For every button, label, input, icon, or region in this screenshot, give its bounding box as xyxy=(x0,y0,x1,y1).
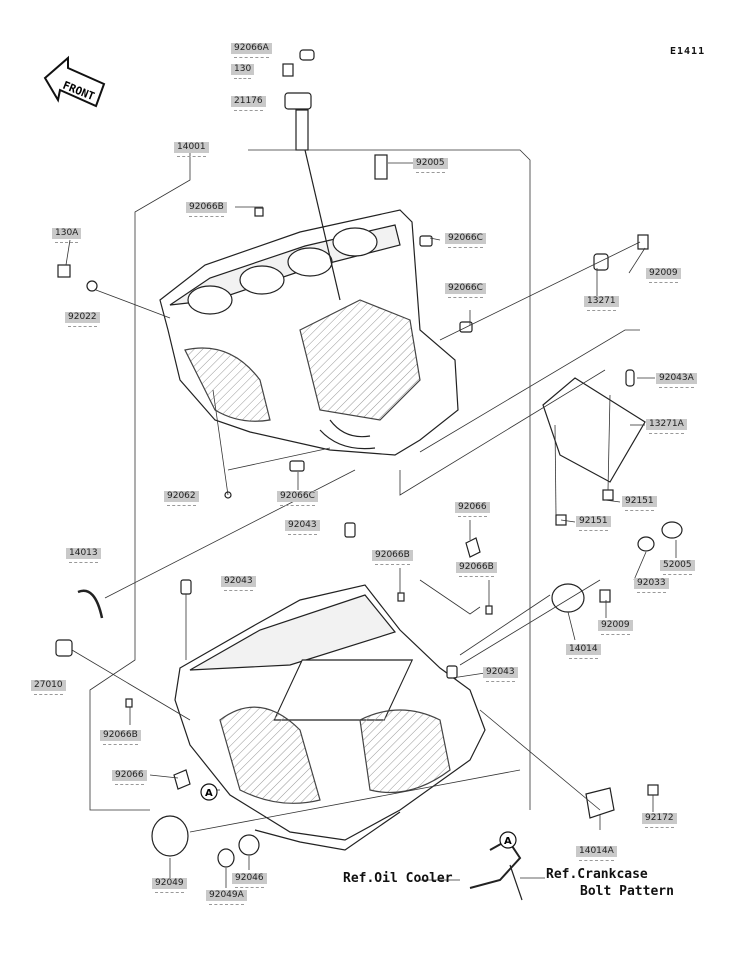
callout-92005[interactable]: 92005 xyxy=(413,158,448,173)
callout-92066-top[interactable]: 92066 xyxy=(455,502,490,517)
ref-oil-cooler: Ref.Oil Cooler xyxy=(343,871,453,886)
plug-92066B-right xyxy=(485,605,493,615)
clip-13271 xyxy=(593,253,609,271)
callout-21176[interactable]: 21176 xyxy=(231,96,266,111)
seal-52005 xyxy=(661,521,683,539)
cap-92066A xyxy=(299,49,315,61)
callout-13271[interactable]: 13271 xyxy=(584,296,619,311)
callout-92062[interactable]: 92062 xyxy=(164,491,199,506)
callout-92151-a[interactable]: 92151 xyxy=(622,496,657,511)
bolt-130 xyxy=(282,63,294,77)
callout-92022[interactable]: 92022 xyxy=(65,312,100,327)
callout-92066C-a[interactable]: 92066C xyxy=(445,233,486,248)
dowel-92043-top xyxy=(344,522,356,538)
diagram-code: E1411 xyxy=(670,46,706,57)
switch-27010 xyxy=(55,639,73,657)
callout-92066B-top[interactable]: 92066B xyxy=(186,202,227,217)
cap-92066C-c xyxy=(289,460,305,472)
callout-14013[interactable]: 14013 xyxy=(66,548,101,563)
callout-92043-left[interactable]: 92043 xyxy=(221,576,256,591)
bolt-92172 xyxy=(647,784,659,796)
callout-130[interactable]: 130 xyxy=(231,64,255,79)
callout-92046[interactable]: 92046 xyxy=(232,873,267,888)
callout-92172[interactable]: 92172 xyxy=(642,813,677,828)
callout-92066C-c[interactable]: 92066C xyxy=(277,491,318,506)
plug-92066B-low xyxy=(125,698,133,708)
upper-crankcase xyxy=(159,209,459,456)
callout-27010[interactable]: 27010 xyxy=(31,680,66,695)
leader-lines xyxy=(65,149,677,888)
cover-14014 xyxy=(551,583,585,613)
bolt-92009-bot xyxy=(599,589,611,603)
callout-92033[interactable]: 92033 xyxy=(634,578,669,593)
bracket-14014A xyxy=(585,787,615,819)
plug-92066-low xyxy=(173,769,191,790)
small-parts xyxy=(55,49,683,901)
callout-92066B-right[interactable]: 92066B xyxy=(456,562,497,577)
plate-13271A xyxy=(542,377,646,483)
svg-text:A: A xyxy=(504,836,512,847)
lower-crankcase xyxy=(174,584,486,851)
dowel-92043-right xyxy=(446,665,458,679)
oring-92033 xyxy=(637,536,655,552)
callout-13271A[interactable]: 13271A xyxy=(646,419,687,434)
callout-92043-top[interactable]: 92043 xyxy=(285,520,320,535)
bolt-92009-top xyxy=(637,234,649,250)
dowel-92043-left xyxy=(180,579,192,595)
seal-92049A xyxy=(217,848,235,868)
ref-crankcase: Ref.Crankcase xyxy=(546,867,648,882)
callout-92151-b[interactable]: 92151 xyxy=(576,516,611,531)
front-arrow-icon: FRONT xyxy=(43,55,106,108)
callout-14001[interactable]: 14001 xyxy=(174,142,209,157)
plug-92066B-top xyxy=(254,207,264,217)
callout-92009-bot[interactable]: 92009 xyxy=(598,620,633,635)
oring-92022 xyxy=(86,280,98,292)
dipstick-tube xyxy=(295,109,309,151)
plug-92066B-mid xyxy=(397,592,405,602)
ref-marker-a: A xyxy=(200,783,218,801)
plug-92066-top xyxy=(465,537,481,558)
gasket-14013 xyxy=(77,589,104,619)
callout-52005[interactable]: 52005 xyxy=(660,560,695,575)
dowel-92043A xyxy=(625,369,635,387)
callout-92009-top[interactable]: 92009 xyxy=(646,268,681,283)
sensor-21176 xyxy=(284,92,312,110)
callout-92066A[interactable]: 92066A xyxy=(231,43,272,58)
callout-92066-low[interactable]: 92066 xyxy=(112,770,147,785)
bearing-92046 xyxy=(238,834,260,856)
callout-92049A[interactable]: 92049A xyxy=(206,890,247,905)
cap-92066C-a xyxy=(419,235,433,247)
callout-14014A[interactable]: 14014A xyxy=(576,846,617,861)
callout-92066B-low[interactable]: 92066B xyxy=(100,730,141,745)
seal-92049 xyxy=(151,815,189,857)
svg-text:A: A xyxy=(205,788,213,799)
ref-marker-a-oil: A xyxy=(499,831,517,849)
callout-92043-right[interactable]: 92043 xyxy=(483,667,518,682)
callout-92043A[interactable]: 92043A xyxy=(656,373,697,388)
bolt-130A xyxy=(57,264,71,278)
callout-92066C-b[interactable]: 92066C xyxy=(445,283,486,298)
pipe-92005 xyxy=(374,154,388,180)
ref-bolt-pattern: Bolt Pattern xyxy=(580,884,674,899)
callout-92049[interactable]: 92049 xyxy=(152,878,187,893)
callout-92066B-mid[interactable]: 92066B xyxy=(372,550,413,565)
callout-130A[interactable]: 130A xyxy=(52,228,82,243)
bolt-92151-a xyxy=(602,489,614,501)
callout-14014[interactable]: 14014 xyxy=(566,644,601,659)
